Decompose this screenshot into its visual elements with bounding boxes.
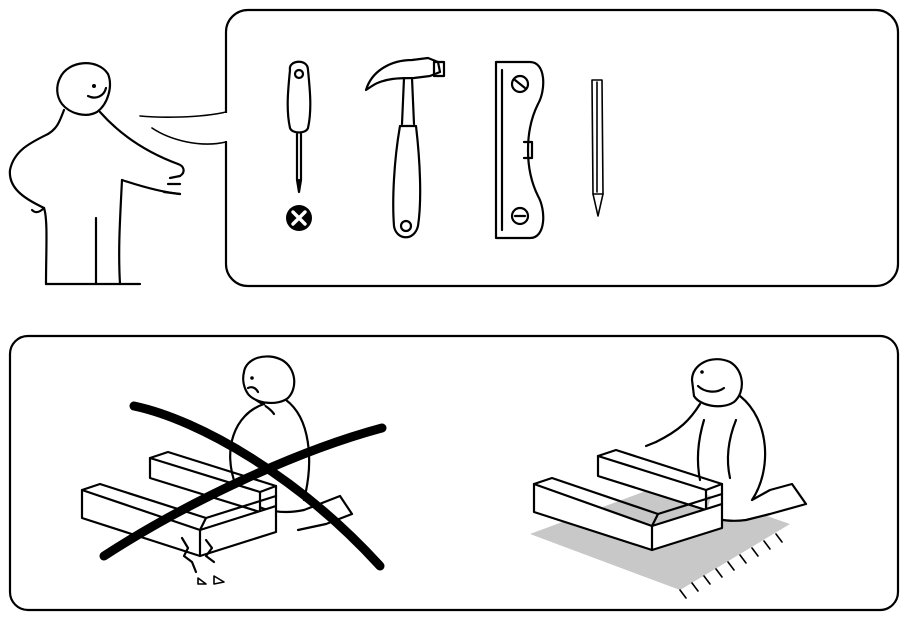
cross-circle-icon [286,205,312,231]
prohibited-cross-icon [99,401,387,571]
pencil-icon [591,79,604,217]
floor-protection-panel [8,334,900,612]
rug-fringe [679,533,783,599]
tools-speech-bubble [139,8,900,288]
furniture-frame-wrong [80,450,278,585]
claw-hammer-icon [364,56,446,239]
pointing-man-figure [8,62,185,286]
phillips-screwdriver-icon [286,60,312,194]
furniture-frame-right [532,448,724,552]
wrong-scene-bare-floor [80,355,387,585]
spirit-level-icon [494,60,545,240]
right-scene-on-rug [530,358,808,599]
